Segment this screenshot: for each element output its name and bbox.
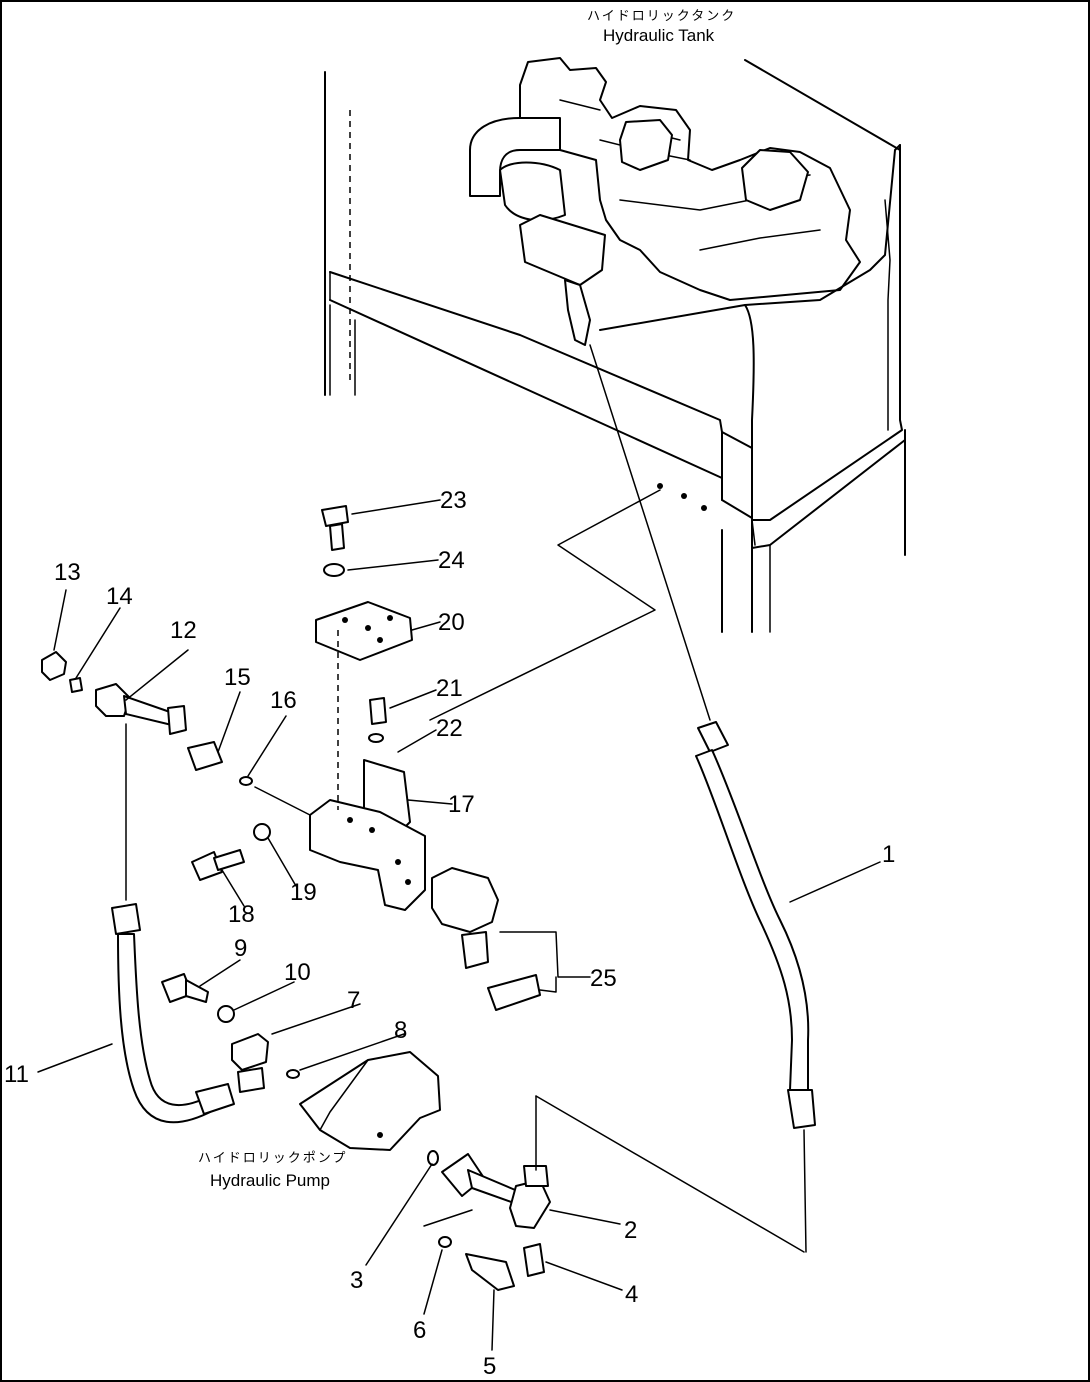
fitting-assembly-12 bbox=[41, 651, 311, 901]
callout-16: 16 bbox=[270, 687, 297, 714]
part-1-hose bbox=[589, 344, 816, 1253]
callout-18: 18 bbox=[228, 901, 255, 928]
callout-25: 25 bbox=[590, 965, 617, 992]
callout-5: 5 bbox=[483, 1353, 496, 1380]
valve-block-assembly bbox=[309, 505, 541, 1011]
tank-label-jp: ハイドロリックタンク bbox=[587, 9, 736, 24]
callout-2: 2 bbox=[624, 1217, 637, 1244]
callout-15: 15 bbox=[224, 664, 251, 691]
callout-13: 13 bbox=[54, 559, 81, 586]
callout-7: 7 bbox=[347, 987, 360, 1014]
callout-17: 17 bbox=[448, 791, 475, 818]
tank-label-en: Hydraulic Tank bbox=[603, 26, 715, 45]
callout-14: 14 bbox=[106, 583, 133, 610]
callout-23: 23 bbox=[440, 487, 467, 514]
hydraulic-tank bbox=[324, 57, 906, 633]
callout-4: 4 bbox=[625, 1281, 638, 1308]
callout-11: 11 bbox=[4, 1061, 29, 1088]
hydraulic-pump bbox=[231, 1033, 441, 1166]
callout-3: 3 bbox=[350, 1267, 363, 1294]
callout-22: 22 bbox=[436, 715, 463, 742]
part-11-hose bbox=[111, 903, 235, 1124]
callout-12: 12 bbox=[170, 617, 197, 644]
leader-lines bbox=[37, 499, 881, 1351]
connection-lines bbox=[423, 489, 805, 1253]
bolts-and-washers bbox=[161, 823, 271, 1023]
callout-10: 10 bbox=[284, 959, 311, 986]
callout-8: 8 bbox=[394, 1017, 407, 1044]
callout-9: 9 bbox=[234, 935, 247, 962]
pump-label-en: Hydraulic Pump bbox=[210, 1171, 330, 1190]
callout-21: 21 bbox=[436, 675, 463, 702]
elbow-fitting-2 bbox=[438, 1153, 551, 1291]
pump-label-jp: ハイドロリックポンプ bbox=[198, 1151, 347, 1166]
callout-19: 19 bbox=[290, 879, 317, 906]
callout-20: 20 bbox=[438, 609, 465, 636]
callout-6: 6 bbox=[413, 1317, 426, 1344]
callout-1: 1 bbox=[882, 841, 895, 868]
callout-24: 24 bbox=[438, 547, 465, 574]
